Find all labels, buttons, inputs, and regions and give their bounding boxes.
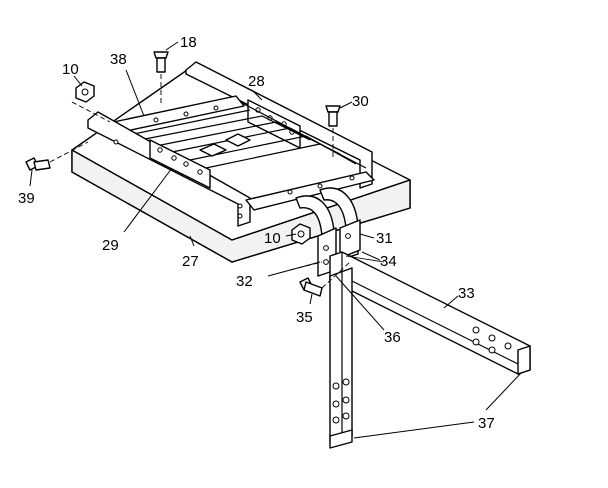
callout-33: 33 (458, 285, 475, 302)
hardware (25, 51, 385, 297)
callout-18: 18 (180, 34, 197, 51)
callout-37: 37 (478, 415, 495, 432)
callout-34: 34 (380, 253, 397, 270)
callout-30: 30 (352, 93, 369, 110)
callout-38: 38 (110, 51, 127, 68)
callout-32: 32 (236, 273, 253, 290)
callout-36: 36 (384, 329, 401, 346)
callout-29: 29 (102, 237, 119, 254)
callouts: 18 10 38 28 30 39 29 10 27 31 34 32 (18, 34, 523, 439)
callout-28: 28 (248, 73, 265, 90)
callout-10-top: 10 (62, 61, 79, 78)
callout-35: 35 (296, 309, 313, 326)
rack-frame (87, 95, 375, 227)
callout-27: 27 (182, 253, 199, 270)
hitch-assembly (295, 187, 531, 449)
callout-10-lower: 10 (264, 230, 281, 247)
callout-31: 31 (376, 230, 393, 247)
callout-39: 39 (18, 190, 35, 207)
